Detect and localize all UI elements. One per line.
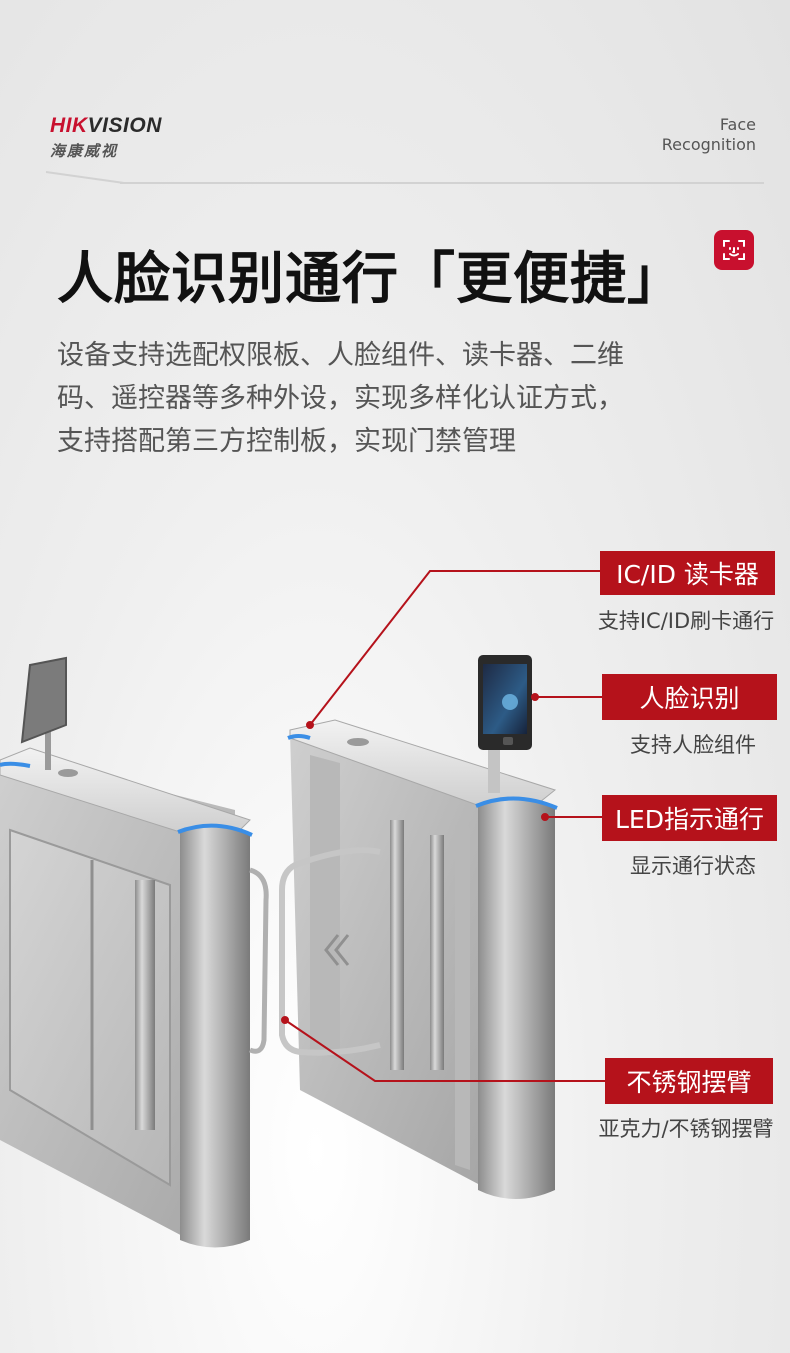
description-line: 支持搭配第三方控制板，实现门禁管理 (57, 426, 516, 457)
description: 设备支持选配权限板、人脸组件、读卡器、二维 码、遥控器等多种外设，实现多样化认证… (57, 334, 747, 463)
left-turnstile-unit (0, 656, 269, 1248)
feature-desc-face-recognition: 支持人脸组件 (630, 733, 756, 757)
tagline: Face Recognition (662, 115, 756, 155)
hikvision-logo: HIKVISION (50, 114, 162, 137)
feature-label-card-reader: IC/ID 读卡器 (600, 551, 775, 595)
feature-label-swing-arm: 不锈钢摆臂 (605, 1058, 773, 1104)
callout-lines (281, 570, 605, 1082)
tagline-line1: Face (719, 115, 756, 134)
brand-chinese-name: 海康威视 (50, 142, 119, 160)
right-turnstile-unit (279, 655, 558, 1199)
description-line: 码、遥控器等多种外设，实现多样化认证方式， (57, 383, 624, 414)
face-scan-icon (714, 230, 754, 270)
feature-desc-led: 显示通行状态 (630, 854, 756, 878)
turnstile-illustration (0, 570, 605, 1248)
face-scan-icon-graphic (723, 240, 745, 260)
feature-label-face-recognition: 人脸识别 (602, 674, 777, 720)
description-line: 设备支持选配权限板、人脸组件、读卡器、二维 (57, 340, 624, 371)
brand-logo: HIKVISION 海康威视 (50, 114, 162, 161)
feature-desc-swing-arm: 亚克力/不锈钢摆臂 (598, 1117, 774, 1141)
page-title: 人脸识别通行「更便捷」 (57, 247, 684, 312)
header-divider-slant (45, 171, 124, 184)
feature-desc-card-reader: 支持IC/ID刷卡通行 (597, 609, 775, 633)
header-divider (120, 182, 764, 184)
feature-label-led: LED指示通行 (602, 795, 777, 841)
tagline-line2: Recognition (661, 135, 756, 154)
